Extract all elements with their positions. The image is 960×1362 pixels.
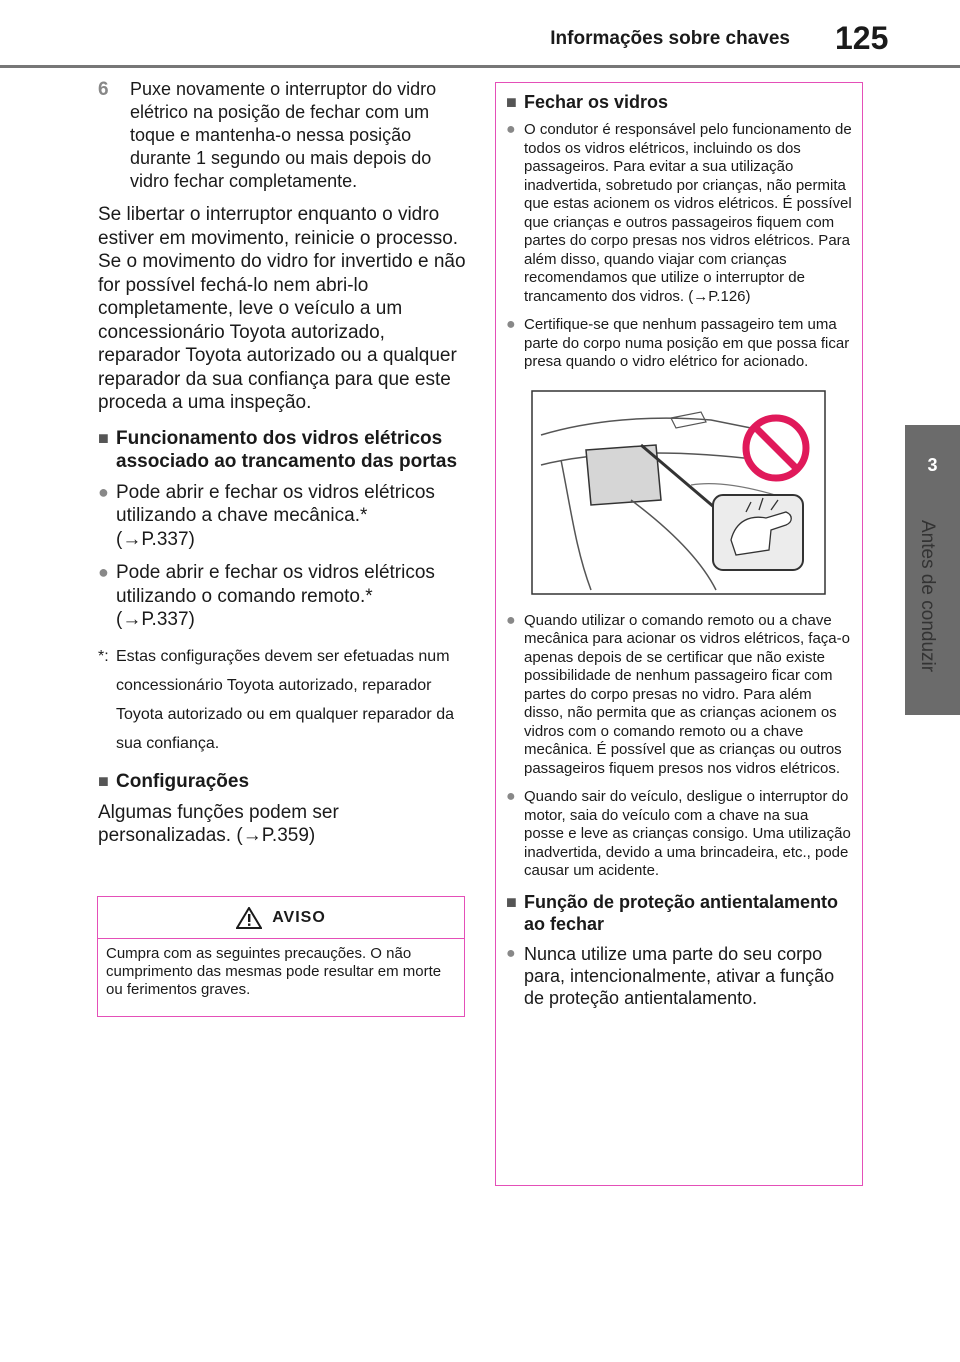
bullet-text: Quando sair do veículo, desligue o inter… [524, 788, 851, 879]
circle-bullet-icon: ● [506, 944, 516, 962]
warning-text: Cumpra com as seguintes precauções. O nã… [106, 945, 442, 998]
footnote-text: Estas configurações devem ser efetuadas … [116, 647, 454, 752]
step-text: Puxe novamente o interruptor do vidro el… [130, 79, 437, 191]
square-bullet-icon: ■ [506, 92, 517, 112]
warning-header: AVISO [98, 897, 464, 939]
circle-bullet-icon: ● [98, 562, 109, 582]
heading-text: Funcionamento dos vidros elétricos assoc… [116, 427, 458, 472]
circle-bullet-icon: ● [506, 611, 516, 629]
bullet-text: Pode abrir e fechar os vidros elétricos … [116, 481, 435, 527]
heading-text: Função de proteção antientalamento ao fe… [524, 891, 839, 934]
page-reference: (→P.337) [116, 609, 195, 630]
warning-title: AVISO [272, 908, 326, 926]
square-bullet-icon: ■ [98, 427, 109, 448]
footnote-mark: *: [98, 647, 109, 665]
info-box: ■ Fechar os vidros ● O condutor é respon… [495, 82, 863, 1186]
header-title: Informações sobre chaves [550, 28, 790, 49]
section-heading-door-lock: ■ Funcionamento dos vidros elétricos ass… [98, 427, 466, 473]
circle-bullet-icon: ● [506, 121, 516, 138]
bullet-driver-responsibility: ● O condutor é responsável pelo funciona… [506, 121, 852, 306]
bullet-mechanical-key: ● Pode abrir e fechar os vidros elétrico… [98, 481, 466, 552]
chapter-number: 3 [927, 455, 938, 475]
bullet-text: O condutor é responsável pelo funcioname… [524, 121, 852, 305]
chapter-label-wrap: Antes de conduzir [917, 520, 958, 700]
step-number: 6 [98, 79, 109, 100]
header-rule [0, 65, 960, 68]
bullet-text: Nunca utilize uma parte do seu corpo par… [524, 943, 835, 1008]
left-column: 6 Puxe novamente o interruptor do vidro … [98, 78, 466, 848]
page-number: 125 [835, 20, 889, 56]
bullet-remote: ● Pode abrir e fechar os vidros elétrico… [98, 561, 466, 632]
paragraph-restart: Se libertar o interruptor enquanto o vid… [98, 204, 459, 249]
bullet-leaving-vehicle: ● Quando sair do veículo, desligue o int… [506, 788, 852, 881]
paragraph-customize: Algumas funções podem ser personalizadas… [98, 801, 339, 847]
bullet-text: Certifique-se que nenhum passageiro tem … [524, 316, 850, 370]
section-heading-closing: ■ Fechar os vidros [506, 91, 852, 113]
circle-bullet-icon: ● [98, 481, 109, 502]
step-6: 6 Puxe novamente o interruptor do vidro … [98, 78, 466, 193]
circle-bullet-icon: ● [506, 788, 516, 805]
section-heading-settings: ■ Configurações [98, 770, 466, 793]
square-bullet-icon: ■ [98, 770, 109, 791]
warning-box: AVISO Cumpra com as seguintes precauções… [97, 896, 465, 1017]
paragraph-inspection: Se o movimento do vidro for invertido e … [98, 251, 466, 413]
heading-text: Configurações [116, 770, 250, 792]
window-pinch-warning-illustration [531, 389, 826, 595]
bullet-never-use-body: ● Nunca utilize uma parte do seu corpo p… [506, 943, 852, 1009]
bullet-text: Quando utilizar o comando remoto ou a ch… [524, 611, 850, 777]
bullet-text: Pode abrir e fechar os vidros elétricos … [116, 562, 435, 607]
section-heading-jam-protection: ■ Função de proteção antientalamento ao … [506, 891, 852, 935]
chapter-label: Antes de conduzir [917, 520, 938, 673]
circle-bullet-icon: ● [506, 316, 516, 333]
page-reference: (→P.337) [116, 528, 195, 550]
bullet-passenger-check: ● Certifique-se que nenhum passageiro te… [506, 316, 852, 372]
bullet-remote-use: ● Quando utilizar o comando remoto ou a … [506, 612, 852, 779]
chapter-tab: 3 [905, 425, 960, 715]
heading-text: Fechar os vidros [524, 92, 669, 112]
footnote: *: Estas configurações devem ser efetuad… [98, 642, 466, 758]
warning-triangle-icon [236, 906, 263, 929]
square-bullet-icon: ■ [506, 891, 517, 912]
